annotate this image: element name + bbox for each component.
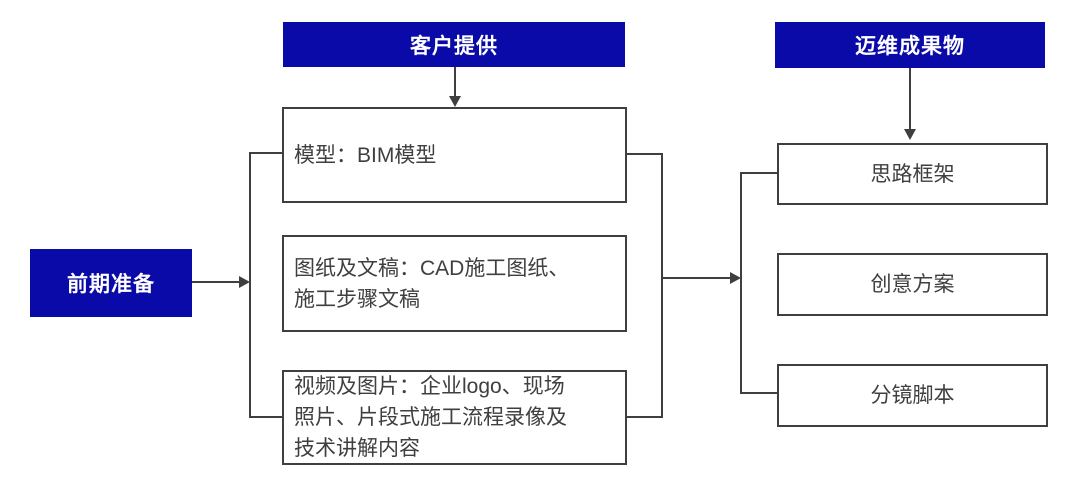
stage-preparation-box: 前期准备 xyxy=(30,249,192,317)
client-item-model-box: 模型：BIM模型 xyxy=(282,107,627,203)
deliverable-framework-label: 思路框架 xyxy=(870,162,955,186)
client-left-bracket-bottom xyxy=(249,416,283,418)
client-right-bracket-bottom xyxy=(625,416,663,418)
deliverables-bracket-top xyxy=(740,172,777,174)
client-left-bracket-vertical xyxy=(249,152,251,418)
deliverable-storyboard-box: 分镜脚本 xyxy=(777,364,1048,427)
deliverable-storyboard-label: 分镜脚本 xyxy=(870,384,955,407)
client-item-drawings-label: 图纸及文稿：CAD施工图纸、 施工步骤文稿 xyxy=(294,256,570,311)
header-client-provides-label: 客户提供 xyxy=(410,34,498,58)
client-right-bracket-vertical xyxy=(661,153,663,418)
header-client-provides: 客户提供 xyxy=(283,22,625,67)
client-item-media-box: 视频及图片：企业logo、现场 照片、片段式施工流程录像及 技术讲解内容 xyxy=(282,370,627,465)
deliverable-creative-label: 创意方案 xyxy=(870,273,955,296)
arrow-stage-head-icon xyxy=(239,276,250,288)
stage-preparation-label: 前期准备 xyxy=(67,273,155,296)
arrow-client-header-line xyxy=(454,67,456,98)
arrow-client-to-deliverables-head-icon xyxy=(730,272,741,284)
deliverables-bracket-bottom xyxy=(740,392,777,394)
deliverable-framework-box: 思路框架 xyxy=(777,143,1048,205)
client-item-model-label: 模型：BIM模型 xyxy=(294,143,437,167)
deliverable-creative-box: 创意方案 xyxy=(777,253,1048,316)
arrow-stage-line xyxy=(192,281,240,283)
arrow-client-to-deliverables-line xyxy=(663,277,731,279)
client-right-bracket-top xyxy=(625,153,663,155)
client-item-media-label: 视频及图片：企业logo、现场 照片、片段式施工流程录像及 技术讲解内容 xyxy=(294,375,567,460)
header-deliverables-label: 迈维成果物 xyxy=(855,35,965,58)
deliverables-bracket-vertical xyxy=(740,172,742,394)
client-item-drawings-box: 图纸及文稿：CAD施工图纸、 施工步骤文稿 xyxy=(282,235,627,332)
client-left-bracket-top xyxy=(249,152,283,154)
arrow-client-header-head-icon xyxy=(449,96,461,107)
arrow-deliverables-header-line xyxy=(909,68,911,130)
arrow-deliverables-header-head-icon xyxy=(904,129,916,140)
header-deliverables: 迈维成果物 xyxy=(775,22,1045,68)
